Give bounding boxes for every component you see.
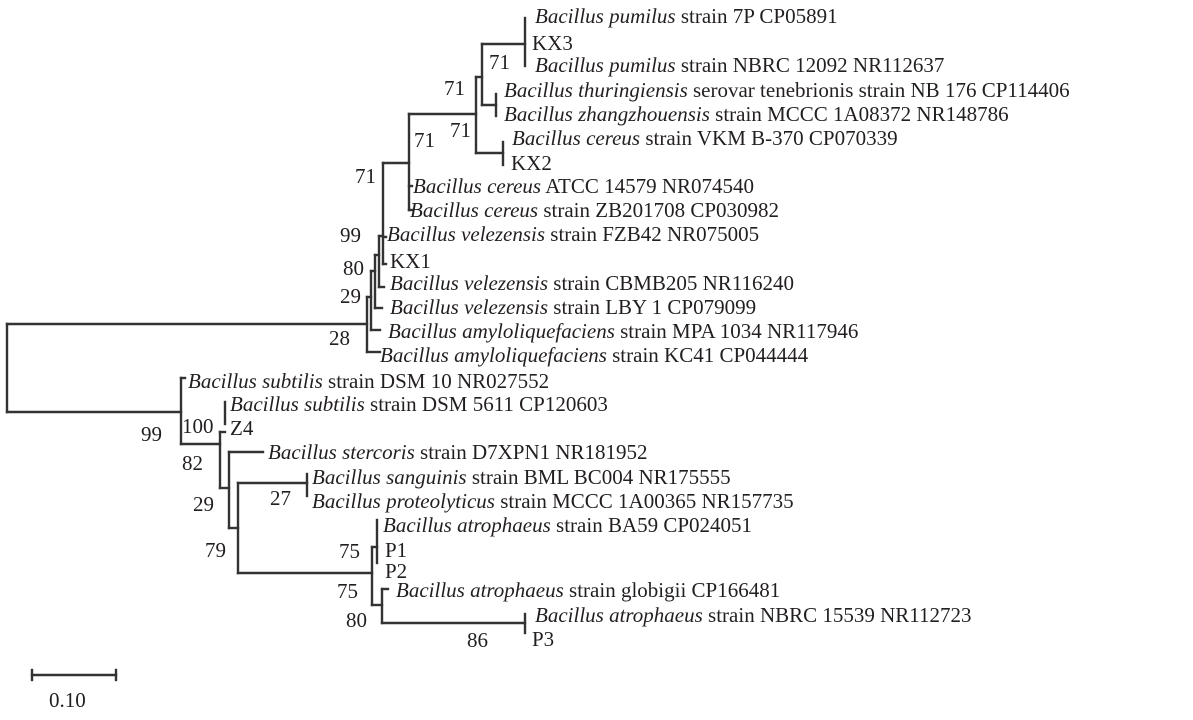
taxon-species: Bacillus amyloliquefaciens: [380, 343, 607, 367]
taxon-species: Bacillus velezensis: [387, 222, 545, 246]
taxon-label: Bacillus pumilus strain NBRC 12092 NR112…: [535, 53, 944, 77]
taxon-label: Bacillus stercoris strain D7XPN1 NR18195…: [268, 440, 648, 464]
taxon-strain: strain BML BC004 NR175555: [467, 465, 731, 489]
taxon-strain: strain MPA 1034 NR117946: [615, 319, 858, 343]
taxon-strain: strain NBRC 15539 NR112723: [703, 603, 972, 627]
taxon-strain: P2: [385, 559, 407, 583]
taxon-strain: Z4: [230, 416, 254, 440]
taxon-strain: KX2: [511, 151, 552, 175]
taxon-label: Bacillus velezensis strain FZB42 NR07500…: [387, 222, 759, 246]
bootstrap-79: 79: [205, 538, 226, 562]
taxon-strain: KX3: [532, 31, 573, 55]
bootstrap-28-upper: 28: [329, 326, 350, 350]
taxon-label: Bacillus atrophaeus strain globigii CP16…: [396, 578, 780, 602]
taxon-strain: strain globigii CP166481: [564, 578, 780, 602]
taxon-label: Bacillus amyloliquefaciens strain KC41 C…: [380, 343, 809, 367]
taxon-label: Bacillus atrophaeus strain BA59 CP024051: [383, 513, 752, 537]
taxon-species: Bacillus stercoris: [268, 440, 415, 464]
taxon-species: Bacillus thuringiensis: [504, 78, 688, 102]
taxon-label: Bacillus cereus ATCC 14579 NR074540: [413, 174, 754, 198]
bootstrap-75-p: 75: [339, 539, 360, 563]
taxon-species: Bacillus sanguinis: [312, 465, 467, 489]
taxon-strain: KX1: [390, 249, 431, 273]
taxon-strain: ATCC 14579 NR074540: [541, 174, 754, 198]
taxon-label: Bacillus cereus strain VKM B-370 CP07033…: [512, 126, 898, 150]
taxon-strain: strain D7XPN1 NR181952: [415, 440, 648, 464]
taxon-label: Bacillus subtilis strain DSM 5611 CP1206…: [230, 392, 608, 416]
taxon-label: Bacillus subtilis strain DSM 10 NR027552: [188, 369, 549, 393]
bootstrap-71-pumilus: 71: [489, 50, 510, 74]
taxon-strain: strain VKM B-370 CP070339: [640, 126, 897, 150]
taxon-strain: P1: [385, 538, 407, 562]
taxon-label: Bacillus proteolyticus strain MCCC 1A003…: [312, 489, 794, 513]
taxon-strain: P3: [532, 627, 554, 651]
taxon-species: Bacillus velezensis: [390, 295, 548, 319]
taxon-label: KX1: [390, 249, 431, 273]
bootstrap-values: 71 71 71 71 71 99 80 29 28 99 100 82 27 29 79 75 75 80 86: [141, 50, 510, 652]
taxon-species: Bacillus pumilus: [535, 53, 676, 77]
bootstrap-71-cereus: 71: [355, 164, 376, 188]
bootstrap-29-lower: 29: [193, 492, 214, 516]
taxon-strain: strain BA59 CP024051: [551, 513, 752, 537]
bootstrap-80-atrophaeus: 80: [346, 608, 367, 632]
taxon-species: Bacillus proteolyticus: [312, 489, 495, 513]
taxon-species: Bacillus atrophaeus: [396, 578, 564, 602]
taxon-species: Bacillus zhangzhouensis: [504, 102, 710, 126]
taxon-strain: strain MCCC 1A08372 NR148786: [710, 102, 1009, 126]
bootstrap-99-velezensis: 99: [340, 223, 361, 247]
taxon-strain: strain KC41 CP044444: [607, 343, 809, 367]
taxon-label: P1: [385, 538, 407, 562]
taxon-species: Bacillus cereus: [413, 174, 541, 198]
taxon-label: Bacillus pumilus strain 7P CP05891: [535, 4, 838, 28]
bootstrap-99-lower: 99: [141, 422, 162, 446]
taxon-species: Bacillus subtilis: [230, 392, 365, 416]
taxon-label: Bacillus cereus strain ZB201708 CP030982: [410, 198, 779, 222]
taxon-label: P3: [532, 627, 554, 651]
bootstrap-71-node-482: 71: [444, 76, 465, 100]
tree-branches: [5, 16, 527, 635]
taxon-species: Bacillus subtilis: [188, 369, 323, 393]
taxon-species: Bacillus cereus: [410, 198, 538, 222]
taxon-label: Bacillus velezensis strain CBMB205 NR116…: [390, 271, 794, 295]
taxon-strain: strain CBMB205 NR116240: [548, 271, 794, 295]
taxon-species: Bacillus atrophaeus: [383, 513, 551, 537]
bootstrap-71-node-476: 71: [450, 118, 471, 142]
taxon-species: Bacillus cereus: [512, 126, 640, 150]
scale-bar: 0.10: [30, 668, 118, 712]
taxon-label: Bacillus thuringiensis serovar tenebrion…: [504, 78, 1070, 102]
taxon-strain: strain LBY 1 CP079099: [548, 295, 756, 319]
taxon-label: Bacillus amyloliquefaciens strain MPA 10…: [388, 319, 858, 343]
bootstrap-27-sanguinis: 27: [270, 486, 291, 510]
taxon-species: Bacillus amyloliquefaciens: [388, 319, 615, 343]
taxon-strain: strain NBRC 12092 NR112637: [676, 53, 945, 77]
bootstrap-100-z4: 100: [182, 414, 214, 438]
taxon-label: KX3: [532, 31, 573, 55]
taxon-species: Bacillus pumilus: [535, 4, 676, 28]
bootstrap-82: 82: [182, 451, 203, 475]
taxon-strain: strain DSM 10 NR027552: [323, 369, 549, 393]
taxon-strain: strain ZB201708 CP030982: [538, 198, 779, 222]
bootstrap-86-p3: 86: [467, 628, 488, 652]
taxon-label: Bacillus sanguinis strain BML BC004 NR17…: [312, 465, 731, 489]
taxon-label: Bacillus atrophaeus strain NBRC 15539 NR…: [535, 603, 972, 627]
taxon-species: Bacillus atrophaeus: [535, 603, 703, 627]
scale-bar-label: 0.10: [49, 688, 86, 712]
bootstrap-29-velezensis: 29: [340, 284, 361, 308]
taxon-labels: Bacillus pumilus strain 7P CP05891KX3Bac…: [188, 4, 1070, 651]
taxon-strain: strain MCCC 1A00365 NR157735: [495, 489, 794, 513]
bootstrap-75-atrophaeus: 75: [337, 579, 358, 603]
taxon-label: KX2: [511, 151, 552, 175]
taxon-species: Bacillus velezensis: [390, 271, 548, 295]
bootstrap-80-kx1: 80: [343, 256, 364, 280]
taxon-label: Bacillus velezensis strain LBY 1 CP07909…: [390, 295, 756, 319]
taxon-strain: serovar tenebrionis strain NB 176 CP1144…: [688, 78, 1070, 102]
bootstrap-71-kx2: 71: [414, 128, 435, 152]
taxon-label: Z4: [230, 416, 254, 440]
taxon-label: Bacillus zhangzhouensis strain MCCC 1A08…: [504, 102, 1009, 126]
taxon-strain: strain DSM 5611 CP120603: [365, 392, 608, 416]
taxon-strain: strain 7P CP05891: [676, 4, 838, 28]
taxon-label: P2: [385, 559, 407, 583]
taxon-strain: strain FZB42 NR075005: [545, 222, 759, 246]
